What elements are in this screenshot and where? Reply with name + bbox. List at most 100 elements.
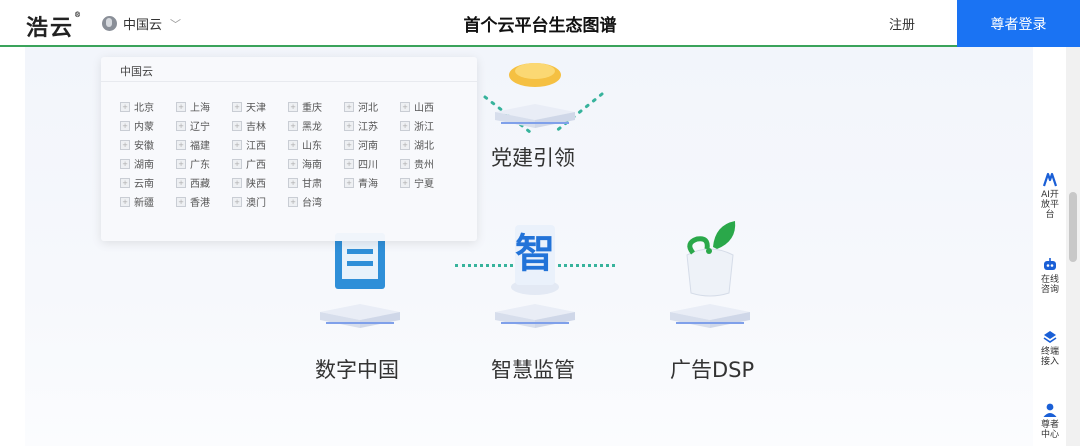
dropdown-divider (101, 81, 477, 82)
region-item[interactable]: +青海 (344, 175, 400, 190)
region-item[interactable]: +上海 (176, 99, 232, 114)
region-item[interactable]: +贵州 (400, 156, 456, 171)
region-item-label: 陕西 (246, 179, 266, 190)
region-item-label: 上海 (190, 103, 210, 114)
region-item[interactable]: + 湖北 (400, 137, 456, 152)
region-item[interactable]: + 宁夏 (400, 175, 456, 190)
region-selector[interactable]: 中国云 ﹀ (102, 14, 181, 33)
region-item[interactable]: +新疆 (120, 194, 176, 209)
brand-logo[interactable]: 浩云® (26, 10, 84, 41)
region-item-label: 广西 (246, 160, 266, 171)
card-smart-regulation[interactable]: 智 (465, 207, 605, 357)
digital-china-illustration (335, 233, 385, 289)
sidebar-item-label: 在线咨询 (1041, 275, 1060, 295)
card-label-party-building[interactable]: 党建引领 (491, 146, 575, 170)
region-item[interactable]: + 陕西 (232, 175, 288, 190)
region-item[interactable]: + 江苏 (344, 118, 400, 133)
register-link[interactable]: 注册 (889, 18, 916, 33)
scrollbar-thumb[interactable] (1069, 192, 1077, 262)
region-item-label: 宁夏 (414, 179, 434, 190)
region-item[interactable]: +山东 (288, 137, 344, 152)
region-item-label: 广东 (190, 160, 210, 171)
region-item[interactable]: +广东 (176, 156, 232, 171)
card-digital-china[interactable] (290, 207, 430, 357)
card-label-smart-regulation[interactable]: 智慧监管 (491, 358, 575, 382)
region-item[interactable]: + 安徽 (120, 137, 176, 152)
region-item-label: 湖南 (134, 160, 154, 171)
region-item[interactable]: +吉林 (232, 118, 288, 133)
region-item-label: 四川 (358, 160, 378, 171)
region-item[interactable]: +海南 (288, 156, 344, 171)
plus-icon: + (400, 139, 410, 150)
region-item-label: 河北 (358, 103, 378, 114)
region-item-label: 安徽 (134, 141, 154, 152)
plus-icon: + (120, 177, 130, 188)
top-header: 浩云® 中国云 ﹀ 首个云平台生态图谱 注册 尊者登录 (0, 0, 1080, 47)
region-item[interactable]: +云南 (120, 175, 176, 190)
ai-icon (1042, 172, 1058, 187)
sidebar-item-ai-platform[interactable]: AI开放平台 (1034, 172, 1066, 220)
region-item-label: 北京 (134, 103, 154, 114)
plus-icon: + (232, 196, 242, 207)
plus-icon: + (400, 158, 410, 169)
plus-icon: + (344, 120, 354, 131)
sidebar-item-user-center[interactable]: 尊者中心 (1034, 402, 1066, 440)
region-item[interactable]: +福建 (176, 137, 232, 152)
plus-icon: + (400, 120, 410, 131)
card-advertising-dsp[interactable] (640, 207, 780, 357)
region-item[interactable]: +广西 (232, 156, 288, 171)
region-item[interactable]: +内蒙 (120, 118, 176, 133)
layers-icon (1043, 331, 1057, 343)
card-label-advertising-dsp[interactable]: 广告DSP (670, 358, 755, 382)
plus-icon: + (176, 139, 186, 150)
region-item[interactable]: +台湾 (288, 194, 344, 209)
pedestal-graphic (320, 304, 400, 328)
region-item[interactable]: +黑龙 (288, 118, 344, 133)
sidebar-item-online-consult[interactable]: 在线咨询 (1034, 257, 1066, 295)
plus-icon: + (232, 139, 242, 150)
card-label-digital-china[interactable]: 数字中国 (315, 358, 399, 382)
region-item[interactable]: +香港 (176, 194, 232, 209)
sidebar-item-label: 终端接入 (1041, 347, 1060, 367)
pedestal-graphic (495, 304, 575, 328)
plus-icon: + (120, 158, 130, 169)
region-dropdown: 中国云 +北京+上海+天津+重庆+河北+山西+内蒙+辽宁+吉林+黑龙+江苏+浙江… (101, 57, 477, 241)
region-item[interactable]: +河南 (344, 137, 400, 152)
plus-icon: + (120, 139, 130, 150)
region-item[interactable]: +浙江 (400, 118, 456, 133)
sidebar-item-terminal-access[interactable]: 终端接入 (1034, 329, 1066, 367)
right-sidebar: AI开放平台 在线咨询 终端接入 尊者中心 (1034, 47, 1066, 446)
scrollbar[interactable] (1066, 47, 1080, 446)
robot-icon (1044, 258, 1056, 270)
region-item[interactable]: + 江西 (232, 137, 288, 152)
plus-icon: + (232, 177, 242, 188)
login-button[interactable]: 尊者登录 (957, 0, 1080, 47)
region-item-label: 江西 (246, 141, 266, 152)
card-party-building[interactable] (465, 7, 605, 157)
region-item-label: 湖北 (414, 141, 434, 152)
region-item[interactable]: +重庆 (288, 99, 344, 114)
region-item[interactable]: +辽宁 (176, 118, 232, 133)
region-item[interactable]: +北京 (120, 99, 176, 114)
plus-icon: + (288, 158, 298, 169)
region-selector-label: 中国云 (123, 18, 163, 33)
region-item-label: 天津 (246, 103, 266, 114)
region-item[interactable]: +澳门 (232, 194, 288, 209)
region-item[interactable]: +西藏 (176, 175, 232, 190)
region-item[interactable]: +天津 (232, 99, 288, 114)
plus-icon: + (400, 177, 410, 188)
region-item[interactable]: +四川 (344, 156, 400, 171)
region-item[interactable]: +山西 (400, 99, 456, 114)
region-item-label: 山西 (414, 103, 434, 114)
region-item[interactable]: +甘肃 (288, 175, 344, 190)
region-item-label: 江苏 (358, 122, 378, 133)
plus-icon: + (176, 177, 186, 188)
plus-icon: + (344, 101, 354, 112)
region-item-label: 黑龙 (302, 122, 322, 133)
region-item[interactable]: + 湖南 (120, 156, 176, 171)
region-item-label: 新疆 (134, 198, 154, 209)
plus-icon: + (288, 101, 298, 112)
region-item-label: 香港 (190, 198, 210, 209)
plus-icon: + (176, 120, 186, 131)
region-item[interactable]: + 河北 (344, 99, 400, 114)
